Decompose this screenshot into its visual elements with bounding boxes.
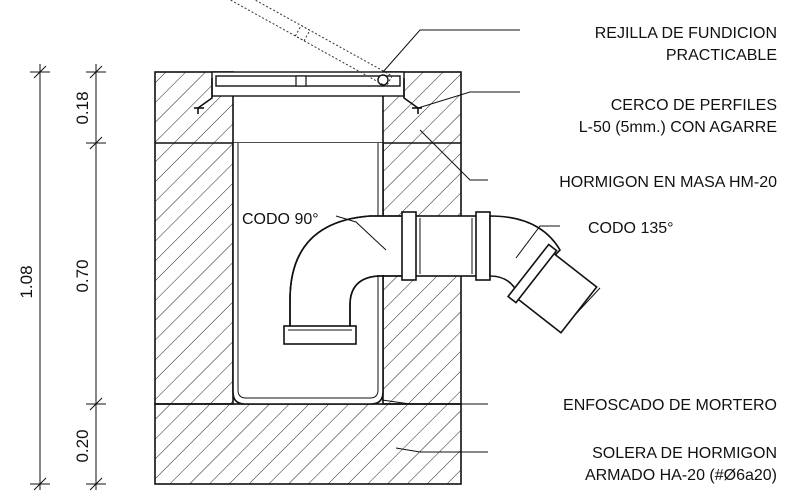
label-concrete: HORMIGON EN MASA HM-20 bbox=[559, 174, 777, 191]
label-elbow-90: CODO 90° bbox=[242, 211, 319, 228]
frame-profile-left bbox=[197, 78, 213, 114]
label-frame-line1: CERCO DE PERFILES bbox=[611, 97, 777, 114]
pipe-sleeve-body bbox=[409, 215, 483, 277]
leader-lines bbox=[335, 29, 560, 453]
elbow-135-socket bbox=[506, 243, 598, 334]
label-mortar: ENFOSCADO DE MORTERO bbox=[563, 397, 777, 414]
frame-profile-right bbox=[403, 78, 419, 114]
dimension-chain-total bbox=[30, 64, 50, 491]
label-slab-line1: SOLERA DE HORMIGON bbox=[592, 445, 777, 462]
left-wall bbox=[154, 71, 234, 405]
label-slab-line2: ARMADO HA-20 (#Ø6a20) bbox=[585, 467, 777, 484]
steel-frame bbox=[194, 78, 422, 114]
cast-iron-grate bbox=[215, 0, 401, 88]
elbow-90-socket bbox=[283, 325, 357, 345]
label-grate-line1: REJILLA DE FUNDICION bbox=[595, 25, 777, 42]
dimension-middle: 0.70 bbox=[73, 259, 92, 292]
elbow-135-body bbox=[489, 215, 561, 296]
grate-bar-1 bbox=[295, 75, 307, 87]
grate-body bbox=[215, 75, 401, 87]
label-frame-line2: L-50 (5mm.) CON AGARRE bbox=[579, 119, 777, 136]
sleeve-collar-right bbox=[475, 211, 491, 281]
dimension-bottom: 0.20 bbox=[73, 429, 92, 462]
label-elbow-135: CODO 135° bbox=[588, 220, 674, 237]
pipe-cut-line bbox=[573, 287, 601, 317]
mortar-lining bbox=[237, 143, 379, 399]
sleeve-collar-left bbox=[401, 211, 417, 281]
label-grate-line2: PRACTICABLE bbox=[666, 47, 777, 64]
bottom-slab bbox=[154, 403, 462, 485]
dimension-total: 1.08 bbox=[17, 265, 36, 298]
dimension-chain-partial bbox=[86, 64, 106, 491]
wall-pipe-sleeve bbox=[401, 211, 491, 281]
dimension-top: 0.18 bbox=[73, 91, 92, 124]
elbow-135-pipe bbox=[489, 215, 601, 334]
grate-hinge bbox=[377, 74, 389, 86]
